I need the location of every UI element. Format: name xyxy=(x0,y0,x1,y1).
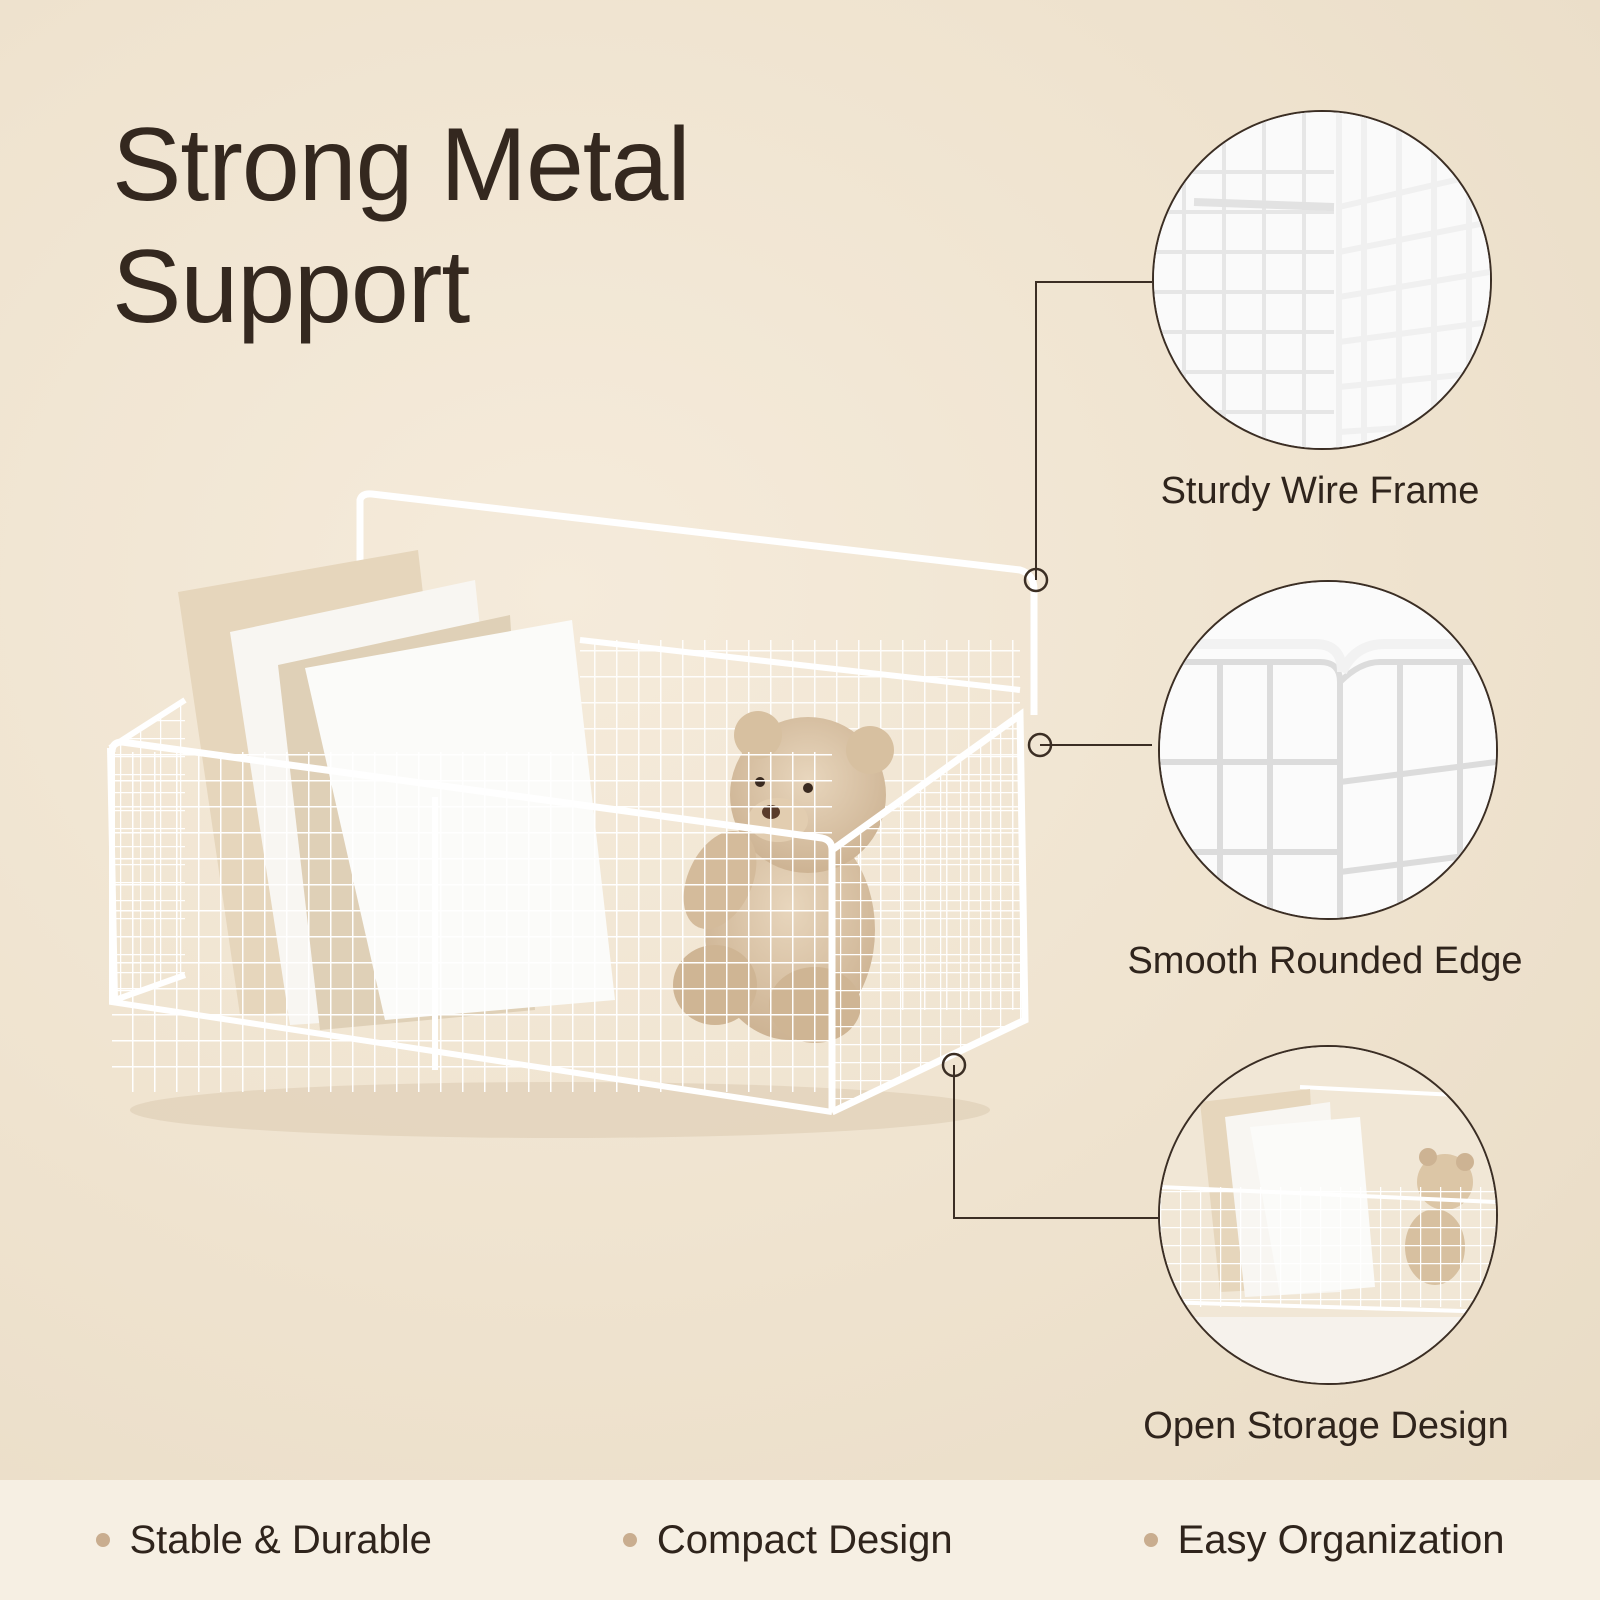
headline-line-1: Strong Metal xyxy=(112,107,691,223)
headline: Strong Metal Support xyxy=(112,105,832,348)
feature-label-2: Smooth Rounded Edge xyxy=(1127,940,1523,982)
bullet-dot-icon xyxy=(622,1533,637,1547)
basket-with-books-closeup-icon xyxy=(1158,1045,1498,1385)
bottom-item-label: Stable & Durable xyxy=(129,1517,432,1562)
basket-illustration xyxy=(107,490,1038,1138)
bottom-item-stable: Stable & Durable xyxy=(95,1517,432,1563)
feature-label-3: Open Storage Design xyxy=(1143,1405,1509,1447)
bottom-item-organization: Easy Organization xyxy=(1143,1517,1505,1563)
callout-connectors xyxy=(941,281,1160,1219)
wire-corner-closeup-icon xyxy=(1152,110,1492,450)
bottom-item-label: Compact Design xyxy=(656,1517,953,1562)
bullet-dot-icon xyxy=(95,1533,110,1547)
product-scene: Strong Metal Support xyxy=(0,0,1600,1480)
bottom-feature-bar: Stable & Durable Compact Design Easy Org… xyxy=(0,1480,1600,1600)
rounded-edge-closeup-icon xyxy=(1158,580,1498,920)
headline-line-2: Support xyxy=(112,228,470,345)
bottom-item-label: Easy Organization xyxy=(1177,1517,1505,1562)
feature-label-1: Sturdy Wire Frame xyxy=(1160,470,1480,512)
bottom-item-compact: Compact Design xyxy=(622,1517,953,1563)
bullet-dot-icon xyxy=(1143,1533,1158,1547)
